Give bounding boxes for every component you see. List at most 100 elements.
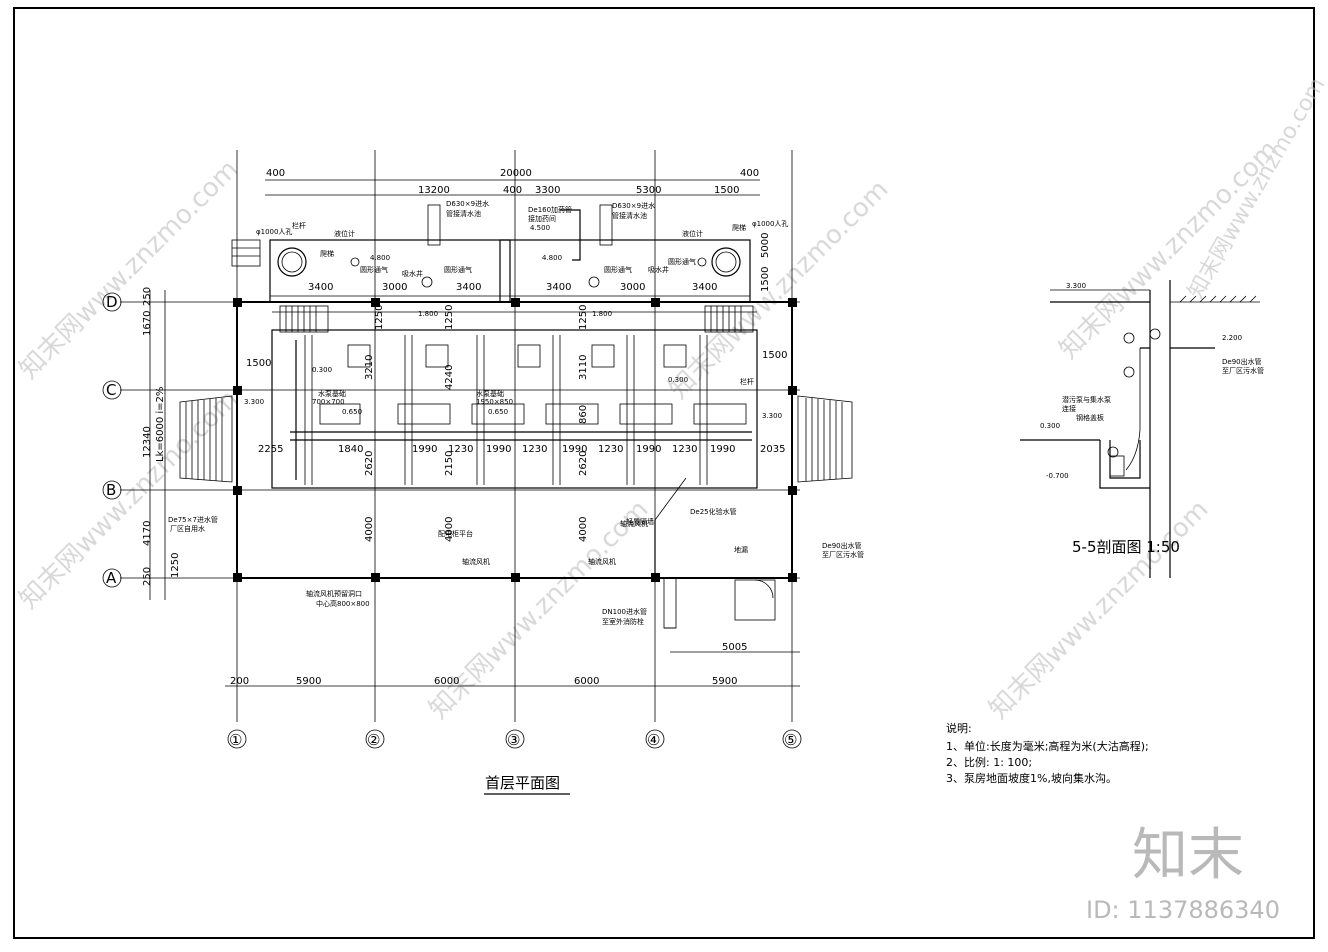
- vertical-dim: 2150: [444, 451, 455, 476]
- manhole-left: [277, 247, 307, 277]
- vertical-dim: 4000: [578, 517, 589, 542]
- bottom-dim: 6000: [574, 676, 599, 687]
- vertical-dim: 4000: [364, 517, 375, 542]
- label: 厂区自用水: [170, 524, 205, 533]
- top-dim: 20000: [500, 168, 532, 179]
- section-elevation: 2.200: [1222, 334, 1242, 342]
- interior-dim: 2035: [760, 444, 785, 455]
- general-notes: 说明: 1、单位:长度为毫米;高程为米(大沽高程); 2、比例: 1: 100;…: [946, 721, 1149, 785]
- axis-label: ①: [229, 731, 242, 749]
- label: 至厂区污水管: [822, 550, 864, 559]
- label: 水泵基础: [318, 389, 346, 398]
- label: 管接清水池: [612, 211, 647, 220]
- axis-label: B: [106, 481, 116, 499]
- label: De75×7进水管: [168, 515, 218, 524]
- watermark-text: 知末网www.znzmo.com: [1184, 74, 1328, 303]
- note-item: 3、泵房地面坡度1%,坡向集水沟。: [946, 771, 1117, 785]
- diagonal-watermarks: 知末网www.znzmo.com 知末网www.znzmo.com 知末网www…: [14, 74, 1328, 725]
- section-elevation: 3.300: [1066, 282, 1086, 290]
- label: 轴流风机: [462, 557, 490, 566]
- axis-label: ②: [367, 731, 380, 749]
- label: 1950×850: [476, 398, 513, 406]
- vertical-dim: 4000: [444, 517, 455, 542]
- note-item: 2、比例: 1: 100;: [946, 755, 1032, 769]
- svg-text:0.300: 0.300: [312, 366, 332, 374]
- interior-dim: 1990: [562, 444, 587, 455]
- section-label: 连接: [1062, 404, 1076, 413]
- vertical-dim: 2620: [364, 451, 375, 476]
- label: 圆形通气: [668, 257, 696, 266]
- left-dim: Lk=6000 i=2%: [155, 387, 166, 462]
- tank-dim: 3000: [620, 282, 645, 293]
- elevation: 1.800: [592, 310, 612, 318]
- elevation: 4.800: [370, 254, 390, 262]
- plan-annotations: D630×9进水 管接清水池 De160加药管 接加药间 D630×9进水 管接…: [168, 199, 864, 626]
- label: 栏杆: [292, 221, 306, 230]
- brand-logo-text: 知末: [1132, 823, 1244, 888]
- label: D630×9进水: [612, 201, 655, 210]
- elevation: 3.300: [762, 412, 782, 420]
- label: 轻质隔墙: [626, 517, 654, 526]
- side-dim: 1500: [762, 350, 787, 361]
- label: 液位计: [682, 229, 703, 238]
- section-5-5: 3.300 2.200 0.300 -0.700 De90出水管 至厂区污水管 …: [1020, 280, 1264, 578]
- left-dim: 250: [142, 567, 153, 586]
- elevation-marks: 4.800 4.800 1.800 1.800 3.300 3.300 0.30…: [244, 224, 782, 420]
- note-item: 1、单位:长度为毫米;高程为米(大沽高程);: [946, 739, 1149, 753]
- section-label: 至厂区污水管: [1222, 366, 1264, 375]
- interior-dim: 1230: [598, 444, 623, 455]
- watermark-text: 知末网www.znzmo.com: [984, 494, 1215, 725]
- label: De25化验水管: [690, 507, 737, 516]
- bottom-dim: 5900: [712, 676, 737, 687]
- elevation: 0.300: [668, 376, 688, 384]
- side-dim: 1500: [246, 358, 271, 369]
- label: 中心高800×800: [316, 599, 370, 608]
- section-elevation: -0.700: [1046, 472, 1069, 480]
- tank-dim: 3400: [692, 282, 717, 293]
- axis-label: D: [106, 293, 118, 311]
- label: 圆形通气: [360, 265, 388, 274]
- top-dim: 400: [503, 185, 522, 196]
- side-dim: 5000: [760, 233, 771, 258]
- pump-units: [290, 335, 752, 485]
- label: 配电柜平台: [438, 529, 473, 538]
- label: 栏杆: [740, 377, 754, 386]
- interior-dim: 1230: [448, 444, 473, 455]
- elevation: 1.800: [418, 310, 438, 318]
- interior-dim: 1990: [710, 444, 735, 455]
- tank-dim: 3400: [308, 282, 333, 293]
- top-dim: 5300: [636, 185, 661, 196]
- elevation: 3.300: [244, 398, 264, 406]
- label: φ1000人孔: [256, 228, 292, 236]
- elevation: 0.650: [488, 408, 508, 416]
- pump-base: [397, 403, 451, 425]
- label: 轴流风机: [588, 557, 616, 566]
- top-dim: 13200: [418, 185, 450, 196]
- left-dim: 250: [142, 287, 153, 306]
- bottom-dim: 5900: [296, 676, 321, 687]
- section-label: 钢格盖板: [1076, 413, 1104, 422]
- interior-dim: 1840: [338, 444, 363, 455]
- watermark-text: 知末网www.znzmo.com: [14, 154, 245, 385]
- watermark-text: 知末网www.znzmo.com: [1054, 134, 1285, 365]
- vertical-dim: 860: [578, 405, 589, 424]
- vertical-dim: 3110: [578, 355, 589, 380]
- top-dim: 1500: [714, 185, 739, 196]
- label: 至室外消防栓: [602, 617, 644, 626]
- pump-base: [545, 403, 599, 425]
- label: 圆形通气: [604, 265, 632, 274]
- axis-label: A: [106, 569, 117, 587]
- axis-bubbles-y: D C B A: [102, 292, 122, 588]
- interior-dim: 1230: [522, 444, 547, 455]
- axis-label: ④: [647, 731, 660, 749]
- interior-dim: 1990: [486, 444, 511, 455]
- elevation: 0.650: [342, 408, 362, 416]
- brand-watermark: 知末 ID: 1137886340: [1086, 823, 1280, 924]
- interior-dim: 1230: [672, 444, 697, 455]
- label: 爬梯: [320, 249, 334, 258]
- elevation: 4.500: [530, 224, 550, 232]
- label: 吸水井: [402, 269, 423, 278]
- pump-base-small: [319, 403, 361, 425]
- tank-dim: 3400: [456, 282, 481, 293]
